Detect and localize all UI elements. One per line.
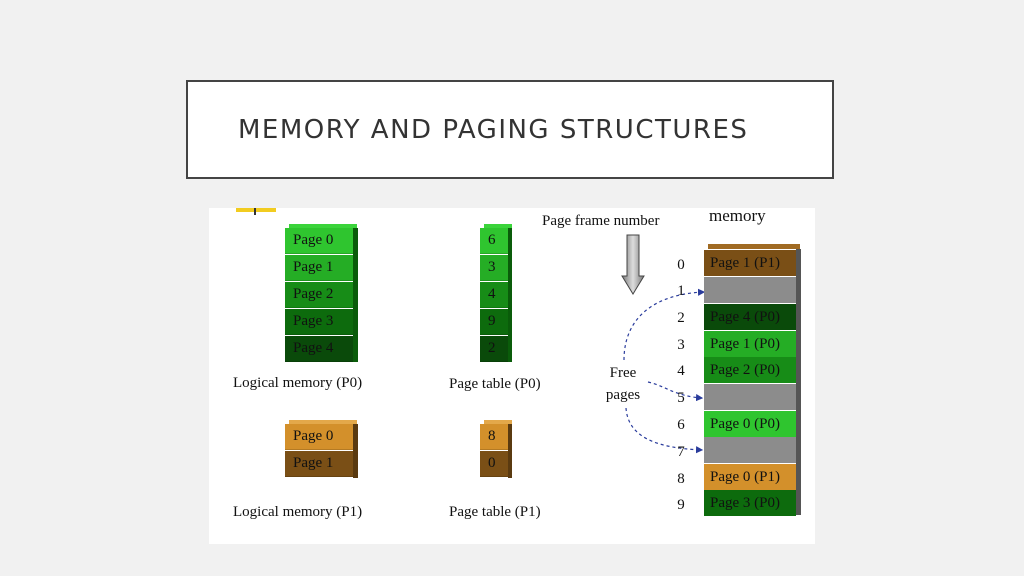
p0-table-2: 4	[480, 282, 508, 308]
p1-page-1: Page 1	[285, 451, 353, 477]
page-table-p1-caption: Page table (P1)	[449, 504, 541, 520]
frame-number-2: 2	[677, 310, 685, 326]
frame-number-8: 8	[677, 471, 685, 487]
physical-memory-top	[708, 244, 800, 249]
memory-label: memory	[709, 208, 766, 225]
p0-page-2: Page 2	[285, 282, 353, 308]
frame-4: Page 2 (P0)	[704, 357, 796, 383]
arrow-to-frame-1	[623, 288, 706, 361]
p1-page-0: Page 0	[285, 424, 353, 450]
title-box: MEMORY AND PAGING STRUCTURES	[186, 80, 834, 179]
p0-table-3: 9	[480, 309, 508, 335]
frame-number-label: Page frame number	[542, 213, 660, 229]
p0-table-0: 6	[480, 228, 508, 254]
free-pages-label: Free pages	[605, 365, 641, 403]
frame-6: Page 0 (P0)	[704, 411, 796, 437]
p1-table-0: 8	[480, 424, 508, 450]
free-pages-arrows	[623, 288, 706, 454]
frame-number-9: 9	[677, 497, 685, 513]
frame-number-0: 0	[677, 257, 685, 273]
frame-5	[704, 384, 796, 410]
frame-1	[704, 277, 796, 303]
frame-7	[704, 437, 796, 463]
frame-0: Page 1 (P1)	[704, 250, 796, 276]
frame-number-5: 5	[677, 390, 685, 406]
frame-number-6: 6	[677, 417, 685, 433]
logical-memory-p1-caption: Logical memory (P1)	[233, 504, 363, 520]
frame-number-1: 1	[677, 283, 685, 299]
frame-number-4: 4	[677, 363, 685, 379]
paging-diagram: Page 0 Page 1 Page 2 Page 3 Page 4 Logic…	[209, 208, 815, 544]
logical-memory-p0-caption: Logical memory (P0)	[233, 375, 363, 391]
p1-table-1: 0	[480, 451, 508, 477]
arrow-to-frame-7	[625, 407, 704, 454]
p0-page-0: Page 0	[285, 228, 353, 254]
down-arrow-icon	[621, 234, 645, 295]
p0-table-1: 3	[480, 255, 508, 281]
frame-number-3: 3	[677, 337, 685, 353]
p0-page-3: Page 3	[285, 309, 353, 335]
decorative-tick	[254, 208, 256, 215]
frame-number-7: 7	[677, 444, 685, 460]
page-table-p0-caption: Page table (P0)	[449, 376, 541, 392]
arrow-to-frame-5	[647, 381, 704, 402]
frame-9: Page 3 (P0)	[704, 490, 796, 516]
decorative-mark	[236, 208, 276, 212]
p0-page-4: Page 4	[285, 336, 353, 362]
frame-2: Page 4 (P0)	[704, 304, 796, 330]
frame-8: Page 0 (P1)	[704, 464, 796, 490]
p0-table-4: 2	[480, 336, 508, 362]
physical-memory-side	[796, 249, 801, 515]
frame-3: Page 1 (P0)	[704, 331, 796, 357]
slide-title: MEMORY AND PAGING STRUCTURES	[238, 114, 749, 145]
p0-page-1: Page 1	[285, 255, 353, 281]
